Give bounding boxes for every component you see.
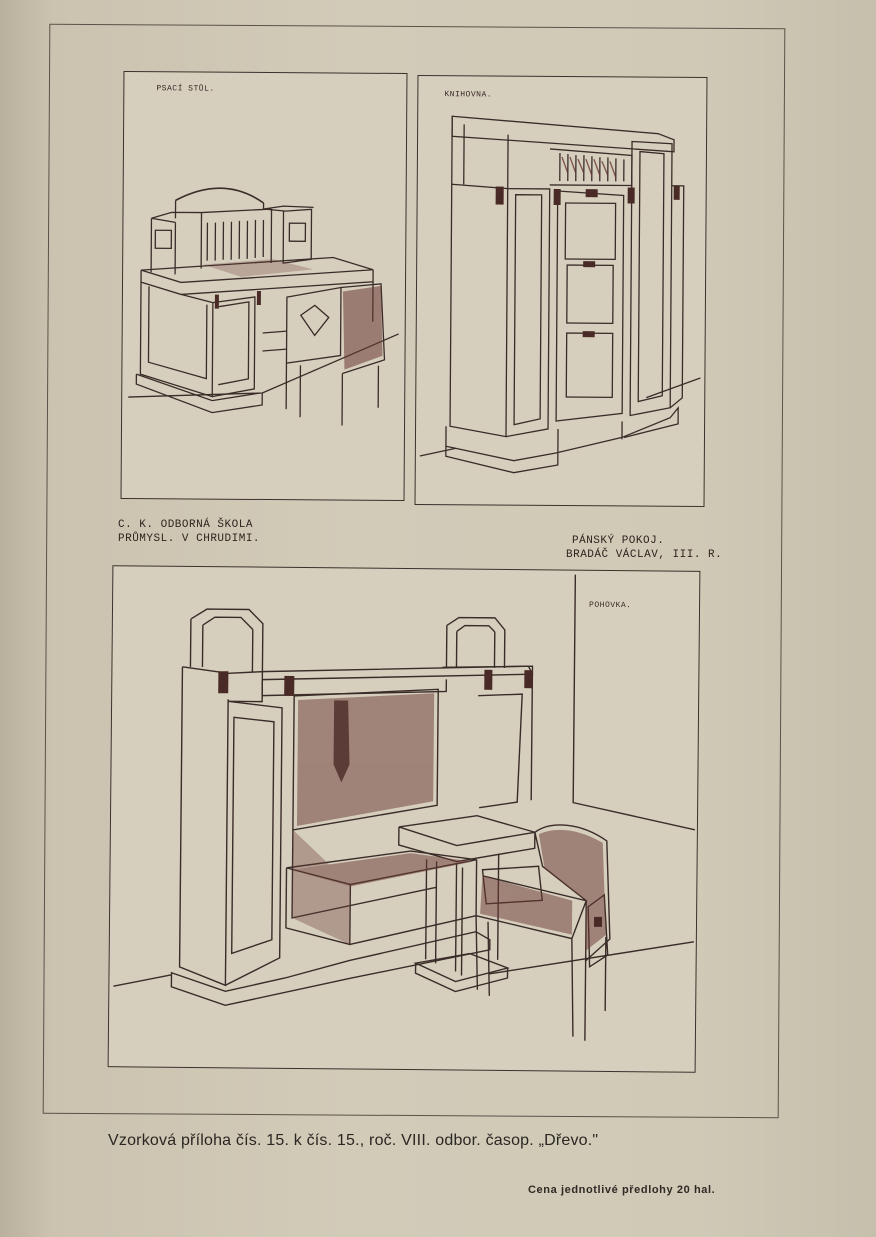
plate-caption: Vzorková příloha čís. 15. k čís. 15., ro… (108, 1132, 599, 1149)
sofa-drawing (113, 574, 696, 1041)
panel-bookcase: KNIHOVNA. (414, 74, 708, 508)
panel-desk: PSACÍ STŮL. (120, 71, 408, 501)
panel-sofa: POHOVKA. (107, 565, 701, 1073)
school-credit: C. K. ODBORNÁ ŠKOLA PRŮMYSL. V CHRUDIMI. (118, 518, 260, 546)
school-place-line: PRŮMYSL. V CHRUDIMI. (118, 533, 261, 545)
room-credit: PÁNSKÝ POKOJ. BRADÁČ VÁCLAV, III. R. (566, 534, 722, 562)
bookcase-drawing (419, 115, 701, 474)
student-name-line: BRADÁČ VÁCLAV, III. R. (566, 549, 723, 561)
price-note: Cena jednotlivé předlohy 20 hal. (528, 1184, 716, 1196)
school-name-line: C. K. ODBORNÁ ŠKOLA (118, 519, 253, 531)
desk-drawing (128, 187, 399, 426)
room-title-line: PÁNSKÝ POKOJ. (572, 535, 665, 547)
